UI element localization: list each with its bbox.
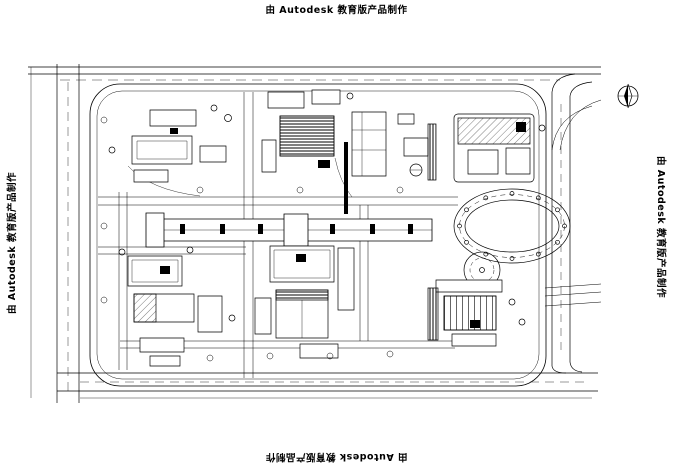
buildings-mid-center: [255, 246, 354, 358]
buildings-top-right: [454, 114, 545, 182]
buildings-bottom-right: [428, 280, 525, 346]
buildings-top-left: [109, 105, 232, 182]
ring-road: [454, 189, 570, 288]
buildings-top-center: [262, 90, 353, 172]
watermark-top: 由 Autodesk 教育版产品制作: [265, 5, 408, 16]
central-spine-building: [146, 213, 432, 247]
trees: [101, 117, 403, 361]
north-arrow-icon: [618, 84, 638, 108]
buildings-bottom-left: [140, 338, 184, 366]
buildings-upper-middle: [344, 112, 436, 214]
buildings-mid-left: [119, 247, 235, 332]
